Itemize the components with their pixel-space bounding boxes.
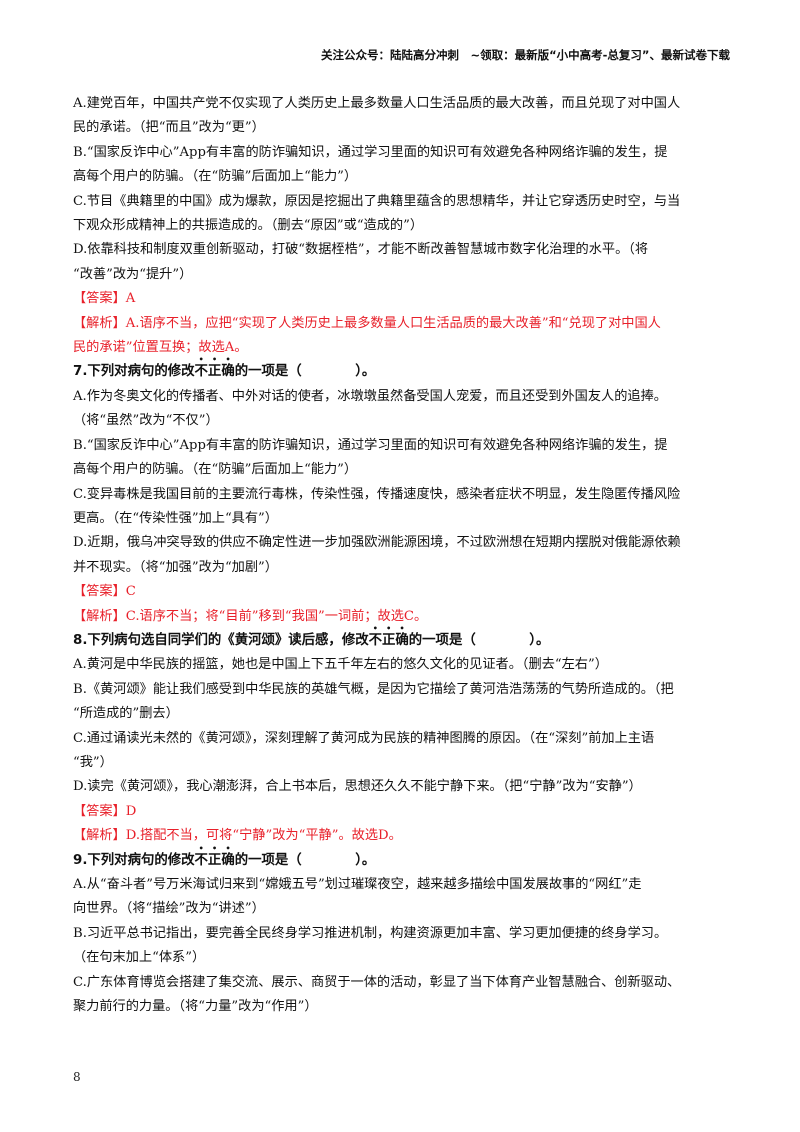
q7-option-c: C.变异毒株是我国目前的主要流行毒株，传染性强，传播速度快，感染者症状不明显，发… <box>73 486 681 526</box>
q8-option-d: D.读完《黄河颂》，我心潮澎湃，合上书本后，思想还久久不能宁静下来。（把“宁静”… <box>73 779 642 795</box>
q8-option-b: B.《黄河颂》能让我们感受到中华民族的英雄气概，是因为它描绘了黄河浩浩荡荡的气势… <box>73 681 674 722</box>
q8-option-c: C.通过诵读光未然的《黄河颂》，深刻理解了黄河成为民族的精神图腾的原因。（在“深… <box>73 730 655 770</box>
q6-answer: 【答案】A <box>73 291 136 307</box>
emphasis-dot-char: 不 <box>195 853 208 868</box>
q7-answer: 【答案】C <box>73 584 136 600</box>
q7-option-a: A.作为冬奥文化的传播者、中外对话的使者，冰墩墩虽然备受国人宠爱，而且还受到外国… <box>73 388 667 429</box>
analysis-label: 【解析】 <box>73 315 126 331</box>
q7-option-b: B.“国家反诈中心”App有丰富的防诈骗知识，通过学习里面的知识可有效避免各种网… <box>73 437 668 478</box>
q8-option-a: A.黄河是中华民族的摇篮，她也是中国上下五千年左右的悠久文化的见证者。（删去“左… <box>73 657 608 673</box>
q7-option-d: D.近期，俄乌冲突导致的供应不确定性进一步加强欧洲能源困境，不过欧洲想在短期内摆… <box>73 535 681 575</box>
emphasis-dot-char: 正 <box>208 853 221 868</box>
q8-stem: 8.下列病句选自同学们的《黄河颂》读后感，修改不正确的一项是（ ）。 <box>73 629 733 653</box>
page-number: 8 <box>73 1070 81 1084</box>
q7-analysis: 【解析】C.语序不当；将“目前”移到“我国”一词前；故选C。 <box>73 608 428 624</box>
q9-stem: 9.下列对病句的修改不正确的一项是（ ）。 <box>73 849 733 873</box>
emphasis-dot-char: 不 <box>195 364 208 379</box>
q6-option-d: D.依靠科技和制度双重创新驱动，打破“数据桎梏”，才能不断改善智慧城市数字化治理… <box>73 242 649 282</box>
q6-option-c: C.节目《典籍里的中国》成为爆款，原因是挖掘出了典籍里蕴含的思想精华，并让它穿透… <box>73 193 681 234</box>
q8-analysis: 【解析】D.搭配不当，可将“宁静”改为“平静”。故选D。 <box>73 828 402 844</box>
emphasis-dot-char: 确 <box>221 364 234 379</box>
emphasis-dot-char: 正 <box>382 633 395 648</box>
q8-answer: 【答案】D <box>73 803 137 819</box>
page-header: 关注公众号：陆陆高分冲刺 ~领取：最新版“小中高考-总复习”、最新试卷下载 <box>320 48 730 62</box>
q9-option-c: C.广东体育博览会搭建了集交流、展示、商贸于一体的活动，彰显了当下体育产业智慧融… <box>73 974 681 1015</box>
q6-option-a: A.建党百年，中国共产党不仅实现了人类历史上最多数量人口生活品质的最大改善，而且… <box>73 96 681 136</box>
emphasis-dot-char: 正 <box>208 364 221 379</box>
analysis-label: 【解析】 <box>73 828 126 844</box>
q9-option-a: A.从“奋斗者”号万米海试归来到“嫦娥五号”划过璀璨夜空，越来越多描绘中国发展故… <box>73 877 642 917</box>
q6-option-b: B.“国家反诈中心”App有丰富的防诈骗知识，通过学习里面的知识可有效避免各种网… <box>73 144 668 185</box>
analysis-label: 【解析】 <box>73 608 126 624</box>
q7-stem: 7.下列对病句的修改不正确的一项是（ ）。 <box>73 360 733 384</box>
document-body: A.建党百年，中国共产党不仅实现了人类历史上最多数量人口生活品质的最大改善，而且… <box>73 92 733 1019</box>
q6-analysis: 【解析】A.语序不当，应把“实现了人类历史上最多数量人口生活品质的最大改善”和“… <box>73 315 661 356</box>
emphasis-dot-char: 确 <box>395 633 408 648</box>
emphasis-dot-char: 确 <box>221 853 234 868</box>
emphasis-dot-char: 不 <box>369 633 382 648</box>
q9-option-b: B.习近平总书记指出，要完善全民终身学习推进机制，构建资源更加丰富、学习更加便捷… <box>73 925 668 966</box>
